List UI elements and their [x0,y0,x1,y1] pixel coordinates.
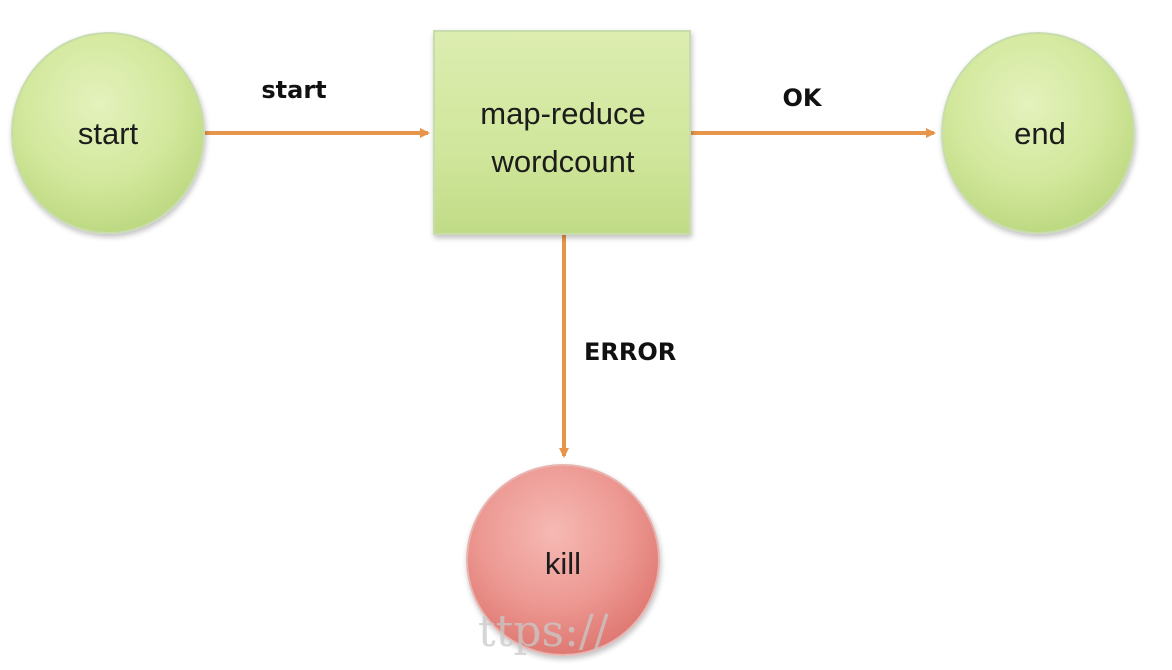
node-end-circle [941,32,1135,234]
node-end: end [941,32,1135,234]
watermark-text: ttps:// [478,606,609,657]
node-start-circle [11,32,205,234]
node-kill-circle [466,464,660,656]
node-start: start [11,32,205,234]
edge-task-to-end-label: OK [783,84,823,112]
node-kill: kill [466,464,660,656]
node-task-box [433,30,691,235]
edge-task-to-end: OK [691,84,936,138]
node-task: map-reduce wordcount [433,30,691,235]
edge-task-to-kill: ERROR [559,235,676,458]
edge-start-to-task: start [205,76,430,138]
edge-task-to-kill-label: ERROR [584,338,676,366]
node-end-label: end [1014,116,1066,151]
node-start-label: start [78,116,139,151]
node-kill-label: kill [545,546,581,581]
edge-start-to-task-label: start [261,76,326,104]
node-task-label-line2: wordcount [490,144,634,179]
node-task-label-line1: map-reduce [480,96,645,131]
